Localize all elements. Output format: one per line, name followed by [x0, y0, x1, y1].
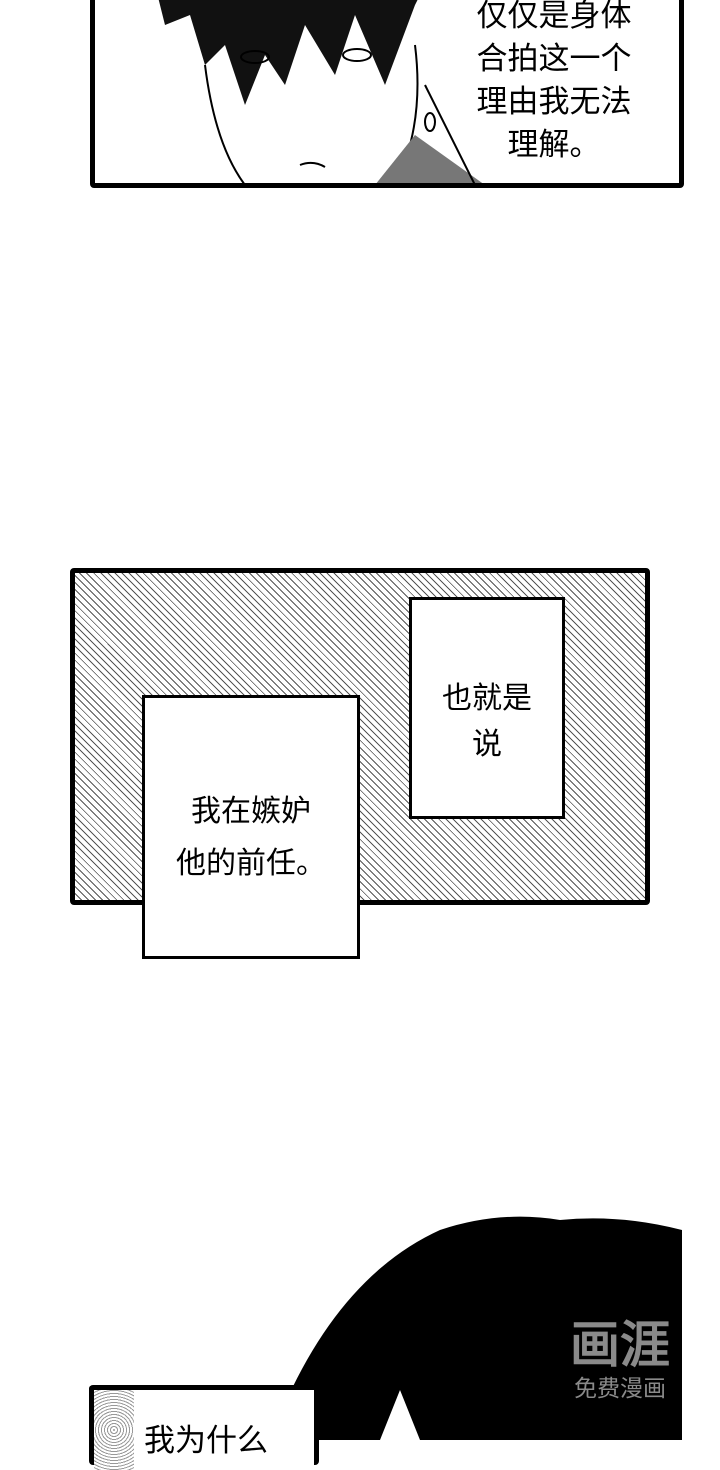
- caption-box-2: 我在嫉妒 他的前任。: [142, 695, 360, 959]
- top-panel: 仅仅是身体 合拍这一个 理由我无法 理解。: [90, 0, 684, 188]
- speech-text-top: 仅仅是身体 合拍这一个 理由我无法 理解。: [476, 0, 632, 163]
- character-face-illustration: [158, 0, 483, 183]
- speech-text-bottom: 我为什么: [144, 1423, 268, 1459]
- watermark-logo: 画涯: [570, 1316, 670, 1374]
- watermark: 画涯 免费漫画: [560, 1315, 680, 1403]
- dark-hair-silhouette: [270, 1216, 682, 1440]
- bottom-panel: 我为什么: [89, 1385, 319, 1470]
- caption-text-2: 我在嫉妒 他的前任。: [176, 794, 326, 881]
- caption-text-1: 也就是说: [442, 681, 532, 762]
- screentone-corner: [94, 1390, 134, 1470]
- watermark-tagline: 免费漫画: [574, 1376, 666, 1402]
- caption-box-1: 也就是说: [409, 597, 565, 819]
